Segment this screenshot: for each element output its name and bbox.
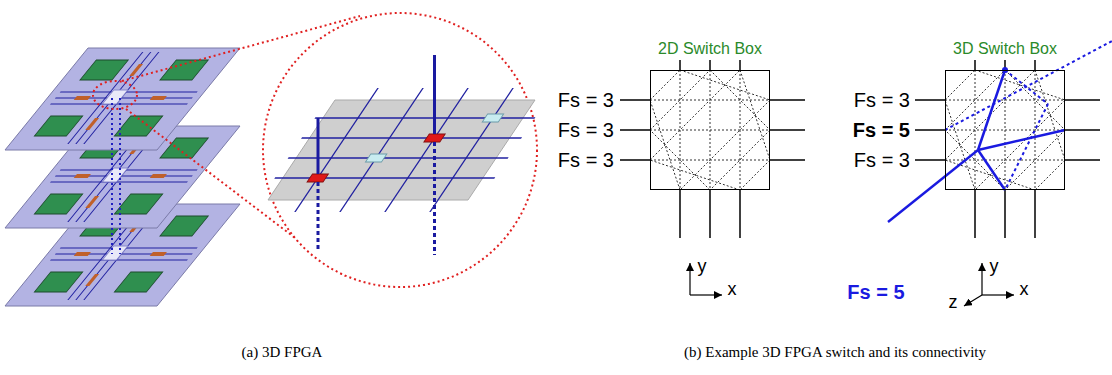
- via-line: [119, 98, 121, 254]
- switch-box-tracks: [915, 60, 1100, 238]
- z-connections: [1005, 104, 1048, 190]
- vertical-via: [433, 55, 436, 134]
- axis-3d: [964, 263, 1014, 306]
- box-heading: 2D Switch Box: [658, 41, 762, 57]
- routing-grid: [482, 114, 503, 122]
- axis-3d: [982, 294, 1014, 295]
- box-heading: 3D Switch Box: [953, 41, 1057, 57]
- vertical-via: [317, 118, 320, 174]
- flexibility-label: Fs = 3: [558, 149, 614, 172]
- routing-grid: [424, 134, 445, 142]
- axis-label: x: [1020, 279, 1029, 300]
- z-connections: [1005, 70, 1048, 104]
- flexibility-label: Fs = 3: [854, 149, 910, 172]
- flexibility-label: Fs = 5: [853, 119, 910, 142]
- routing-grid: [315, 117, 535, 119]
- axis-label: x: [728, 279, 737, 300]
- routing-grid: [252, 88, 555, 212]
- z-connections: [978, 130, 1065, 150]
- subfigure-caption: (b) Example 3D FPGA switch and its conne…: [684, 344, 986, 361]
- subfigure-caption: (a) 3D FPGA: [242, 344, 323, 361]
- flexibility-label: Fs = 5: [847, 281, 904, 304]
- vertical-via: [317, 182, 320, 250]
- routing-grid: [275, 177, 495, 179]
- axis-2d: [689, 263, 690, 295]
- axis-2d: [690, 294, 722, 295]
- routing-grid: [252, 88, 555, 212]
- flexibility-label: Fs = 3: [558, 119, 614, 142]
- flexibility-label: Fs = 3: [558, 89, 614, 112]
- routing-grid: [385, 88, 468, 212]
- z-connections: [945, 41, 1112, 130]
- layer-plane: [268, 100, 535, 200]
- z-connections: [888, 70, 1065, 222]
- routing-grid: [288, 157, 508, 159]
- z-connections: [978, 150, 1005, 190]
- axis-label: y: [990, 256, 999, 277]
- zoom-circle: [263, 13, 537, 287]
- z-connections: [945, 41, 1112, 190]
- fpga-layer: [5, 48, 240, 150]
- axis-label: y: [698, 256, 707, 277]
- flexibility-label: Fs = 3: [854, 89, 910, 112]
- switch-box: 2D Switch Box: [650, 70, 770, 190]
- via-line: [111, 98, 113, 254]
- vertical-via: [433, 142, 436, 255]
- routing-grid: [307, 174, 328, 182]
- z-connections: [888, 41, 1112, 222]
- axis-3d: [981, 263, 982, 295]
- routing-grid: [365, 154, 386, 162]
- routing-grid: [340, 88, 423, 212]
- axis-3d: [964, 295, 982, 306]
- axis-label: z: [949, 292, 958, 313]
- zoom-view: [252, 13, 555, 287]
- routing-grid: [295, 88, 378, 212]
- switch-box-tracks: [620, 60, 805, 238]
- switch-box: 3D Switch Box: [945, 70, 1065, 190]
- zoom-marker: [93, 81, 137, 109]
- routing-grid: [430, 88, 513, 212]
- routing-grid: [302, 137, 522, 139]
